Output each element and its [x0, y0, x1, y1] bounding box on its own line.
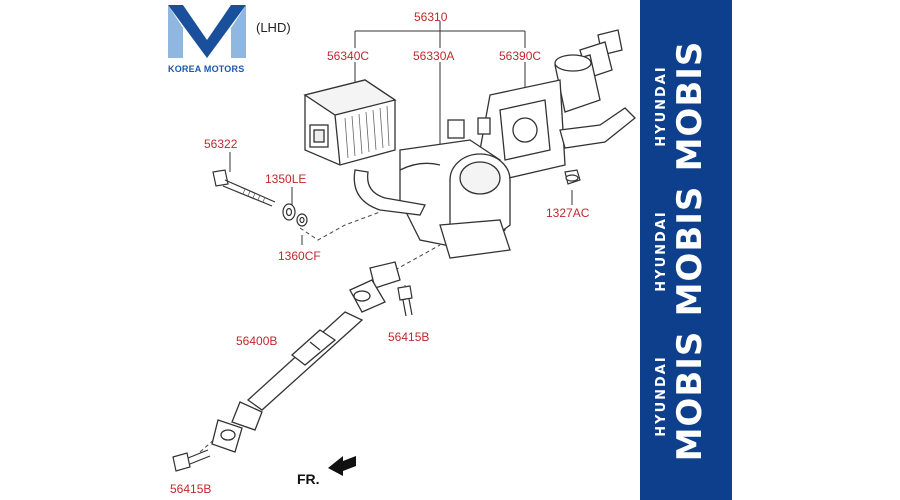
part-label-assembly: 56310 — [414, 10, 448, 24]
brand-watermark: HYUNDAI MOBIS — [640, 40, 732, 172]
brand-panel: HYUNDAI MOBIS HYUNDAI MOBIS HYUNDAI MOBI… — [640, 0, 732, 500]
korea-motors-logo-icon — [168, 5, 246, 58]
part-label-nut-washer: 1360CF — [278, 249, 321, 263]
brand-mobis-text: MOBIS — [670, 185, 710, 317]
ecu-module — [303, 79, 397, 166]
nut-1327ac — [564, 169, 581, 185]
part-label-shaft: 56400B — [236, 334, 278, 348]
part-label-washer: 1350LE — [265, 172, 307, 186]
column-assembly — [353, 29, 636, 259]
bolt-56322 — [212, 169, 276, 207]
part-label-column: 56390C — [499, 49, 542, 63]
bolt-56415b-bottom — [172, 449, 211, 472]
part-label-bolt-top: 56322 — [204, 137, 238, 151]
part-label-bolt-bottom: 56415B — [170, 482, 212, 496]
assembly-leader-lines — [229, 21, 573, 245]
brand-hyundai-text: HYUNDAI — [654, 355, 669, 437]
intermediate-shaft — [211, 261, 401, 453]
front-direction-label: FR. — [297, 471, 320, 487]
washer-1360cf — [296, 213, 308, 227]
part-label-motor: 56330A — [413, 49, 455, 63]
brand-mobis-text: MOBIS — [670, 40, 710, 172]
washer-1350le — [282, 203, 296, 221]
brand-hyundai-text: HYUNDAI — [654, 210, 669, 292]
front-direction-arrow-icon — [328, 456, 356, 476]
brand-hyundai-text: HYUNDAI — [654, 65, 669, 147]
brand-mobis-text: MOBIS — [670, 330, 710, 462]
part-label-nut-right: 1327AC — [546, 206, 590, 220]
brand-watermark: HYUNDAI MOBIS — [640, 330, 732, 462]
part-label-bolt-mid: 56415B — [388, 330, 430, 344]
brand-watermark: HYUNDAI MOBIS — [640, 185, 732, 317]
variant-label: (LHD) — [256, 20, 291, 35]
part-label-ecu: 56340C — [327, 49, 370, 63]
logo-text: KOREA MOTORS — [168, 64, 245, 74]
bolt-56415b-mid — [397, 285, 413, 317]
